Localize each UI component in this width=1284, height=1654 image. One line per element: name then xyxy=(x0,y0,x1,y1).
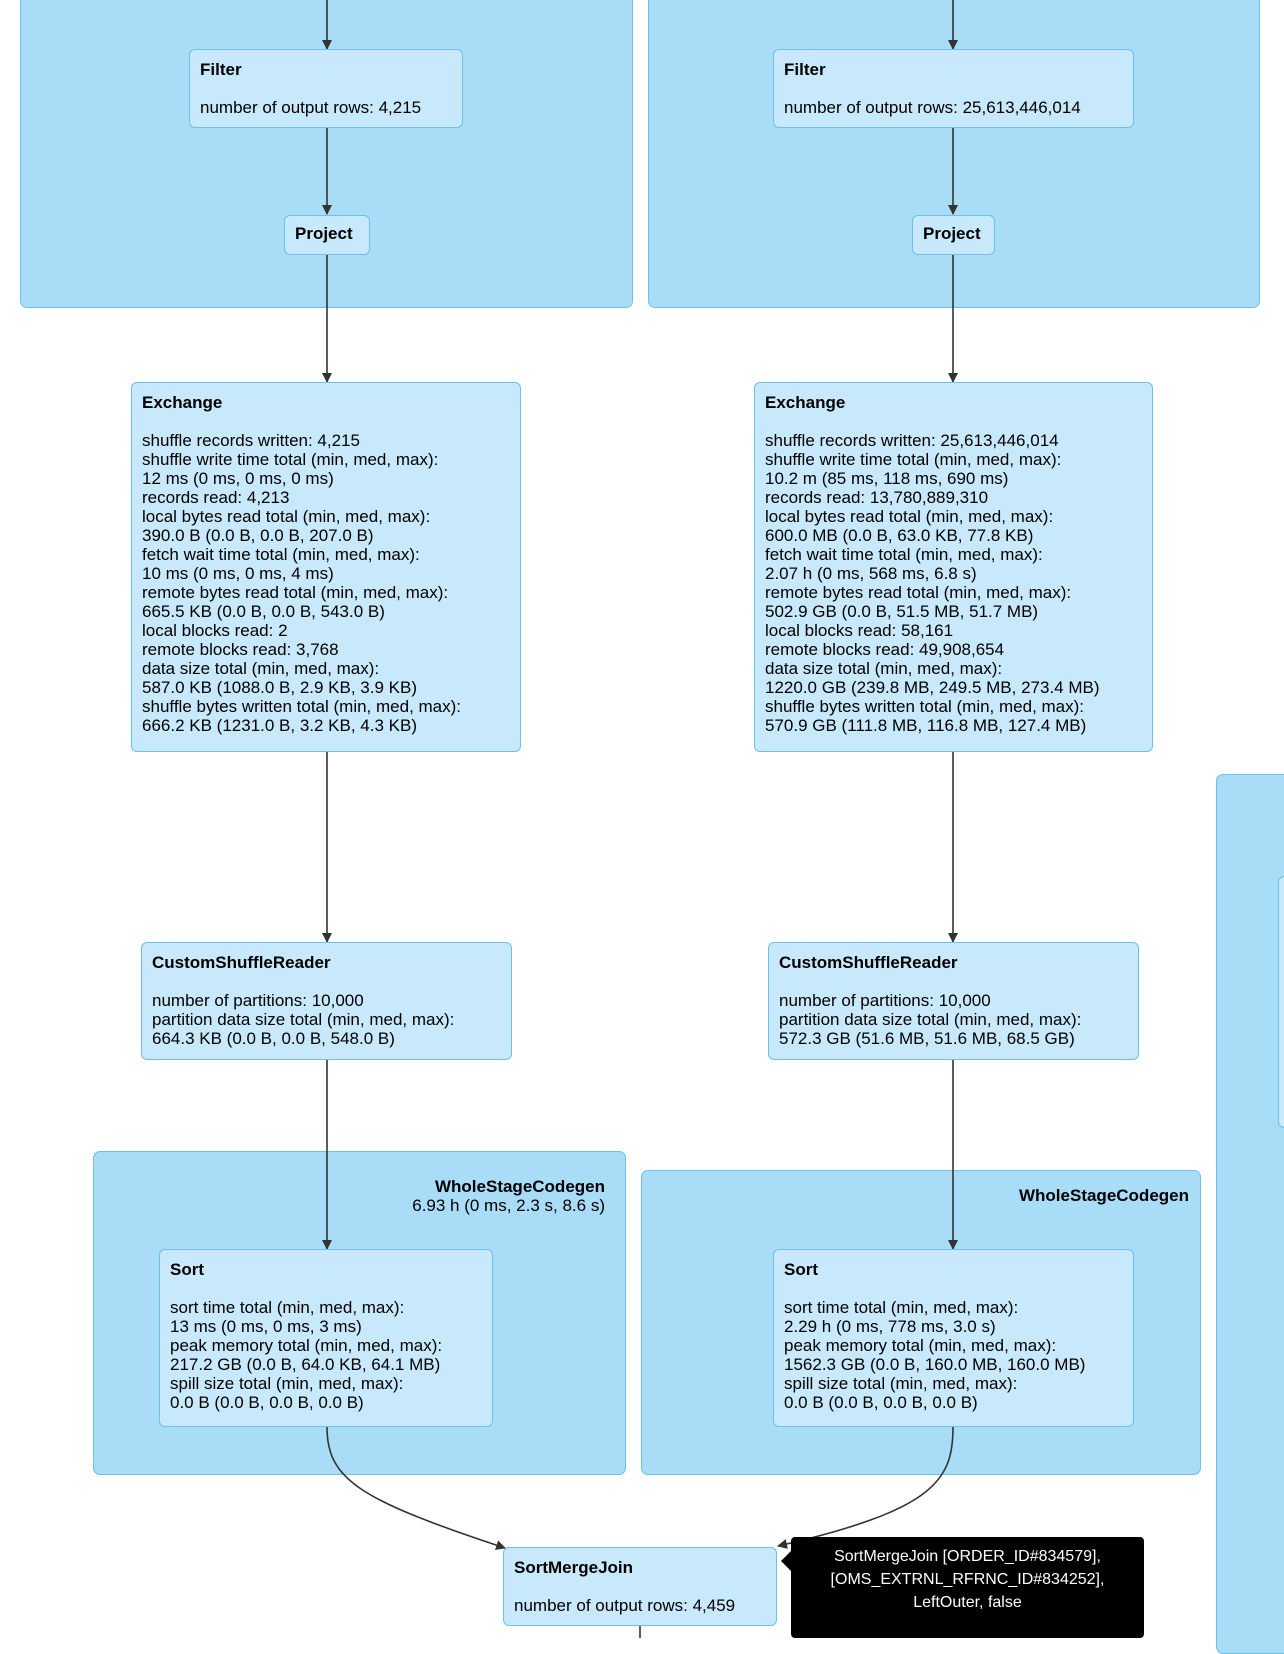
node-title: Project xyxy=(295,224,353,243)
node-title: Filter xyxy=(200,60,242,79)
metric-line: spill size total (min, med, max): xyxy=(170,1374,404,1393)
metric-line: number of partitions: 10,000 xyxy=(152,991,364,1010)
metric-line: local bytes read total (min, med, max): xyxy=(142,507,431,526)
metric-line: shuffle write time total (min, med, max)… xyxy=(142,450,439,469)
metric-line: partition data size total (min, med, max… xyxy=(779,1010,1082,1029)
metric-line: shuffle write time total (min, med, max)… xyxy=(765,450,1062,469)
node-metric: number of output rows: 4,459 xyxy=(514,1596,736,1615)
customshufflereader-node-left[interactable]: CustomShuffleReader number of partitions… xyxy=(141,942,512,1060)
node-title: CustomShuffleReader xyxy=(152,953,331,972)
metric-line: remote bytes read total (min, med, max): xyxy=(142,583,449,602)
metric-line: shuffle records written: 4,215 xyxy=(142,431,360,450)
sort-node-right[interactable]: Sort sort time total (min, med, max): 2.… xyxy=(773,1249,1134,1427)
node-metric: number of output rows: 4,215 xyxy=(200,98,422,117)
metric-line: spill size total (min, med, max): xyxy=(784,1374,1018,1393)
node-tooltip: SortMergeJoin [ORDER_ID#834579], [OMS_EX… xyxy=(781,1537,1144,1638)
sort-node-left[interactable]: Sort sort time total (min, med, max): 13… xyxy=(159,1249,493,1427)
metric-line: remote blocks read: 49,908,654 xyxy=(765,640,1005,659)
metric-line: number of partitions: 10,000 xyxy=(779,991,991,1010)
cluster-title: WholeStageCodegen xyxy=(1018,1186,1189,1205)
metric-line: data size total (min, med, max): xyxy=(765,659,1003,678)
metric-line: 0.0 B (0.0 B, 0.0 B, 0.0 B) xyxy=(170,1393,364,1412)
exchange-node-left[interactable]: Exchange shuffle records written: 4,215 … xyxy=(131,382,521,752)
tooltip-line: SortMergeJoin [ORDER_ID#834579], xyxy=(834,1548,1101,1565)
metric-line: 2.29 h (0 ms, 778 ms, 3.0 s) xyxy=(784,1317,996,1336)
partial-node-right-edge xyxy=(1278,876,1284,1128)
metric-line: shuffle records written: 25,613,446,014 xyxy=(765,431,1059,450)
node-title: Exchange xyxy=(765,393,846,412)
project-node-right[interactable]: Project xyxy=(912,215,995,255)
metric-line: 0.0 B (0.0 B, 0.0 B, 0.0 B) xyxy=(784,1393,978,1412)
metric-line: remote blocks read: 3,768 xyxy=(142,640,339,659)
metric-line: 390.0 B (0.0 B, 0.0 B, 207.0 B) xyxy=(142,526,374,545)
metric-line: shuffle bytes written total (min, med, m… xyxy=(142,697,462,716)
metric-line: partition data size total (min, med, max… xyxy=(152,1010,455,1029)
metric-line: 572.3 GB (51.6 MB, 51.6 MB, 68.5 GB) xyxy=(779,1029,1075,1048)
node-title: Exchange xyxy=(142,393,223,412)
metric-line: 664.3 KB (0.0 B, 0.0 B, 548.0 B) xyxy=(152,1029,395,1048)
customshufflereader-node-right[interactable]: CustomShuffleReader number of partitions… xyxy=(768,942,1139,1060)
filter-node-right[interactable]: Filter number of output rows: 25,613,446… xyxy=(773,49,1134,128)
metric-line: 1562.3 GB (0.0 B, 160.0 MB, 160.0 MB) xyxy=(784,1355,1086,1374)
node-title: CustomShuffleReader xyxy=(779,953,958,972)
node-title: Project xyxy=(923,224,981,243)
metric-line: records read: 13,780,889,310 xyxy=(765,488,989,507)
metric-line: peak memory total (min, med, max): xyxy=(170,1336,443,1355)
metric-line: 665.5 KB (0.0 B, 0.0 B, 543.0 B) xyxy=(142,602,385,621)
metric-line: 12 ms (0 ms, 0 ms, 0 ms) xyxy=(142,469,334,488)
metric-line: fetch wait time total (min, med, max): xyxy=(142,545,420,564)
metric-line: local blocks read: 58,161 xyxy=(765,621,954,640)
metric-line: data size total (min, med, max): xyxy=(142,659,380,678)
cluster-title: WholeStageCodegen xyxy=(434,1177,605,1196)
metric-line: 10 ms (0 ms, 0 ms, 4 ms) xyxy=(142,564,334,583)
metric-line: remote bytes read total (min, med, max): xyxy=(765,583,1072,602)
stage-cluster-left-top xyxy=(20,0,633,308)
metric-line: 502.9 GB (0.0 B, 51.5 MB, 51.7 MB) xyxy=(765,602,1039,621)
node-metric: number of output rows: 25,613,446,014 xyxy=(784,98,1081,117)
metric-line: records read: 4,213 xyxy=(142,488,290,507)
node-title: SortMergeJoin xyxy=(514,1558,634,1577)
stage-cluster-right-top xyxy=(648,0,1260,308)
metric-line: 600.0 MB (0.0 B, 63.0 KB, 77.8 KB) xyxy=(765,526,1034,545)
metric-line: local blocks read: 2 xyxy=(142,621,288,640)
metric-line: 217.2 GB (0.0 B, 64.0 KB, 64.1 MB) xyxy=(170,1355,441,1374)
project-node-left[interactable]: Project xyxy=(284,215,370,255)
metric-line: sort time total (min, med, max): xyxy=(170,1298,405,1317)
metric-line: 10.2 m (85 ms, 118 ms, 690 ms) xyxy=(765,469,1009,488)
node-title: Sort xyxy=(170,1260,204,1279)
metric-line: fetch wait time total (min, med, max): xyxy=(765,545,1043,564)
sortmergejoin-node[interactable]: SortMergeJoin number of output rows: 4,4… xyxy=(503,1547,777,1626)
metric-line: 13 ms (0 ms, 0 ms, 3 ms) xyxy=(170,1317,362,1336)
tooltip-line: LeftOuter, false xyxy=(913,1594,1022,1611)
node-title: Filter xyxy=(784,60,826,79)
metric-line: local bytes read total (min, med, max): xyxy=(765,507,1054,526)
node-title: Sort xyxy=(784,1260,818,1279)
metric-line: 666.2 KB (1231.0 B, 3.2 KB, 4.3 KB) xyxy=(142,716,418,735)
stage-cluster-right-edge xyxy=(1216,774,1284,1654)
metric-line: 587.0 KB (1088.0 B, 2.9 KB, 3.9 KB) xyxy=(142,678,418,697)
metric-line: sort time total (min, med, max): xyxy=(784,1298,1019,1317)
metric-line: 1220.0 GB (239.8 MB, 249.5 MB, 273.4 MB) xyxy=(765,678,1100,697)
metric-line: 570.9 GB (111.8 MB, 116.8 MB, 127.4 MB) xyxy=(765,716,1087,735)
metric-line: shuffle bytes written total (min, med, m… xyxy=(765,697,1085,716)
metric-line: peak memory total (min, med, max): xyxy=(784,1336,1057,1355)
metric-line: 2.07 h (0 ms, 568 ms, 6.8 s) xyxy=(765,564,977,583)
exchange-node-right[interactable]: Exchange shuffle records written: 25,613… xyxy=(754,382,1153,752)
filter-node-left[interactable]: Filter number of output rows: 4,215 xyxy=(189,49,463,128)
tooltip-line: [OMS_EXTRNL_RFRNC_ID#834252], xyxy=(830,1571,1105,1588)
cluster-metric: 6.93 h (0 ms, 2.3 s, 8.6 s) xyxy=(412,1196,605,1215)
